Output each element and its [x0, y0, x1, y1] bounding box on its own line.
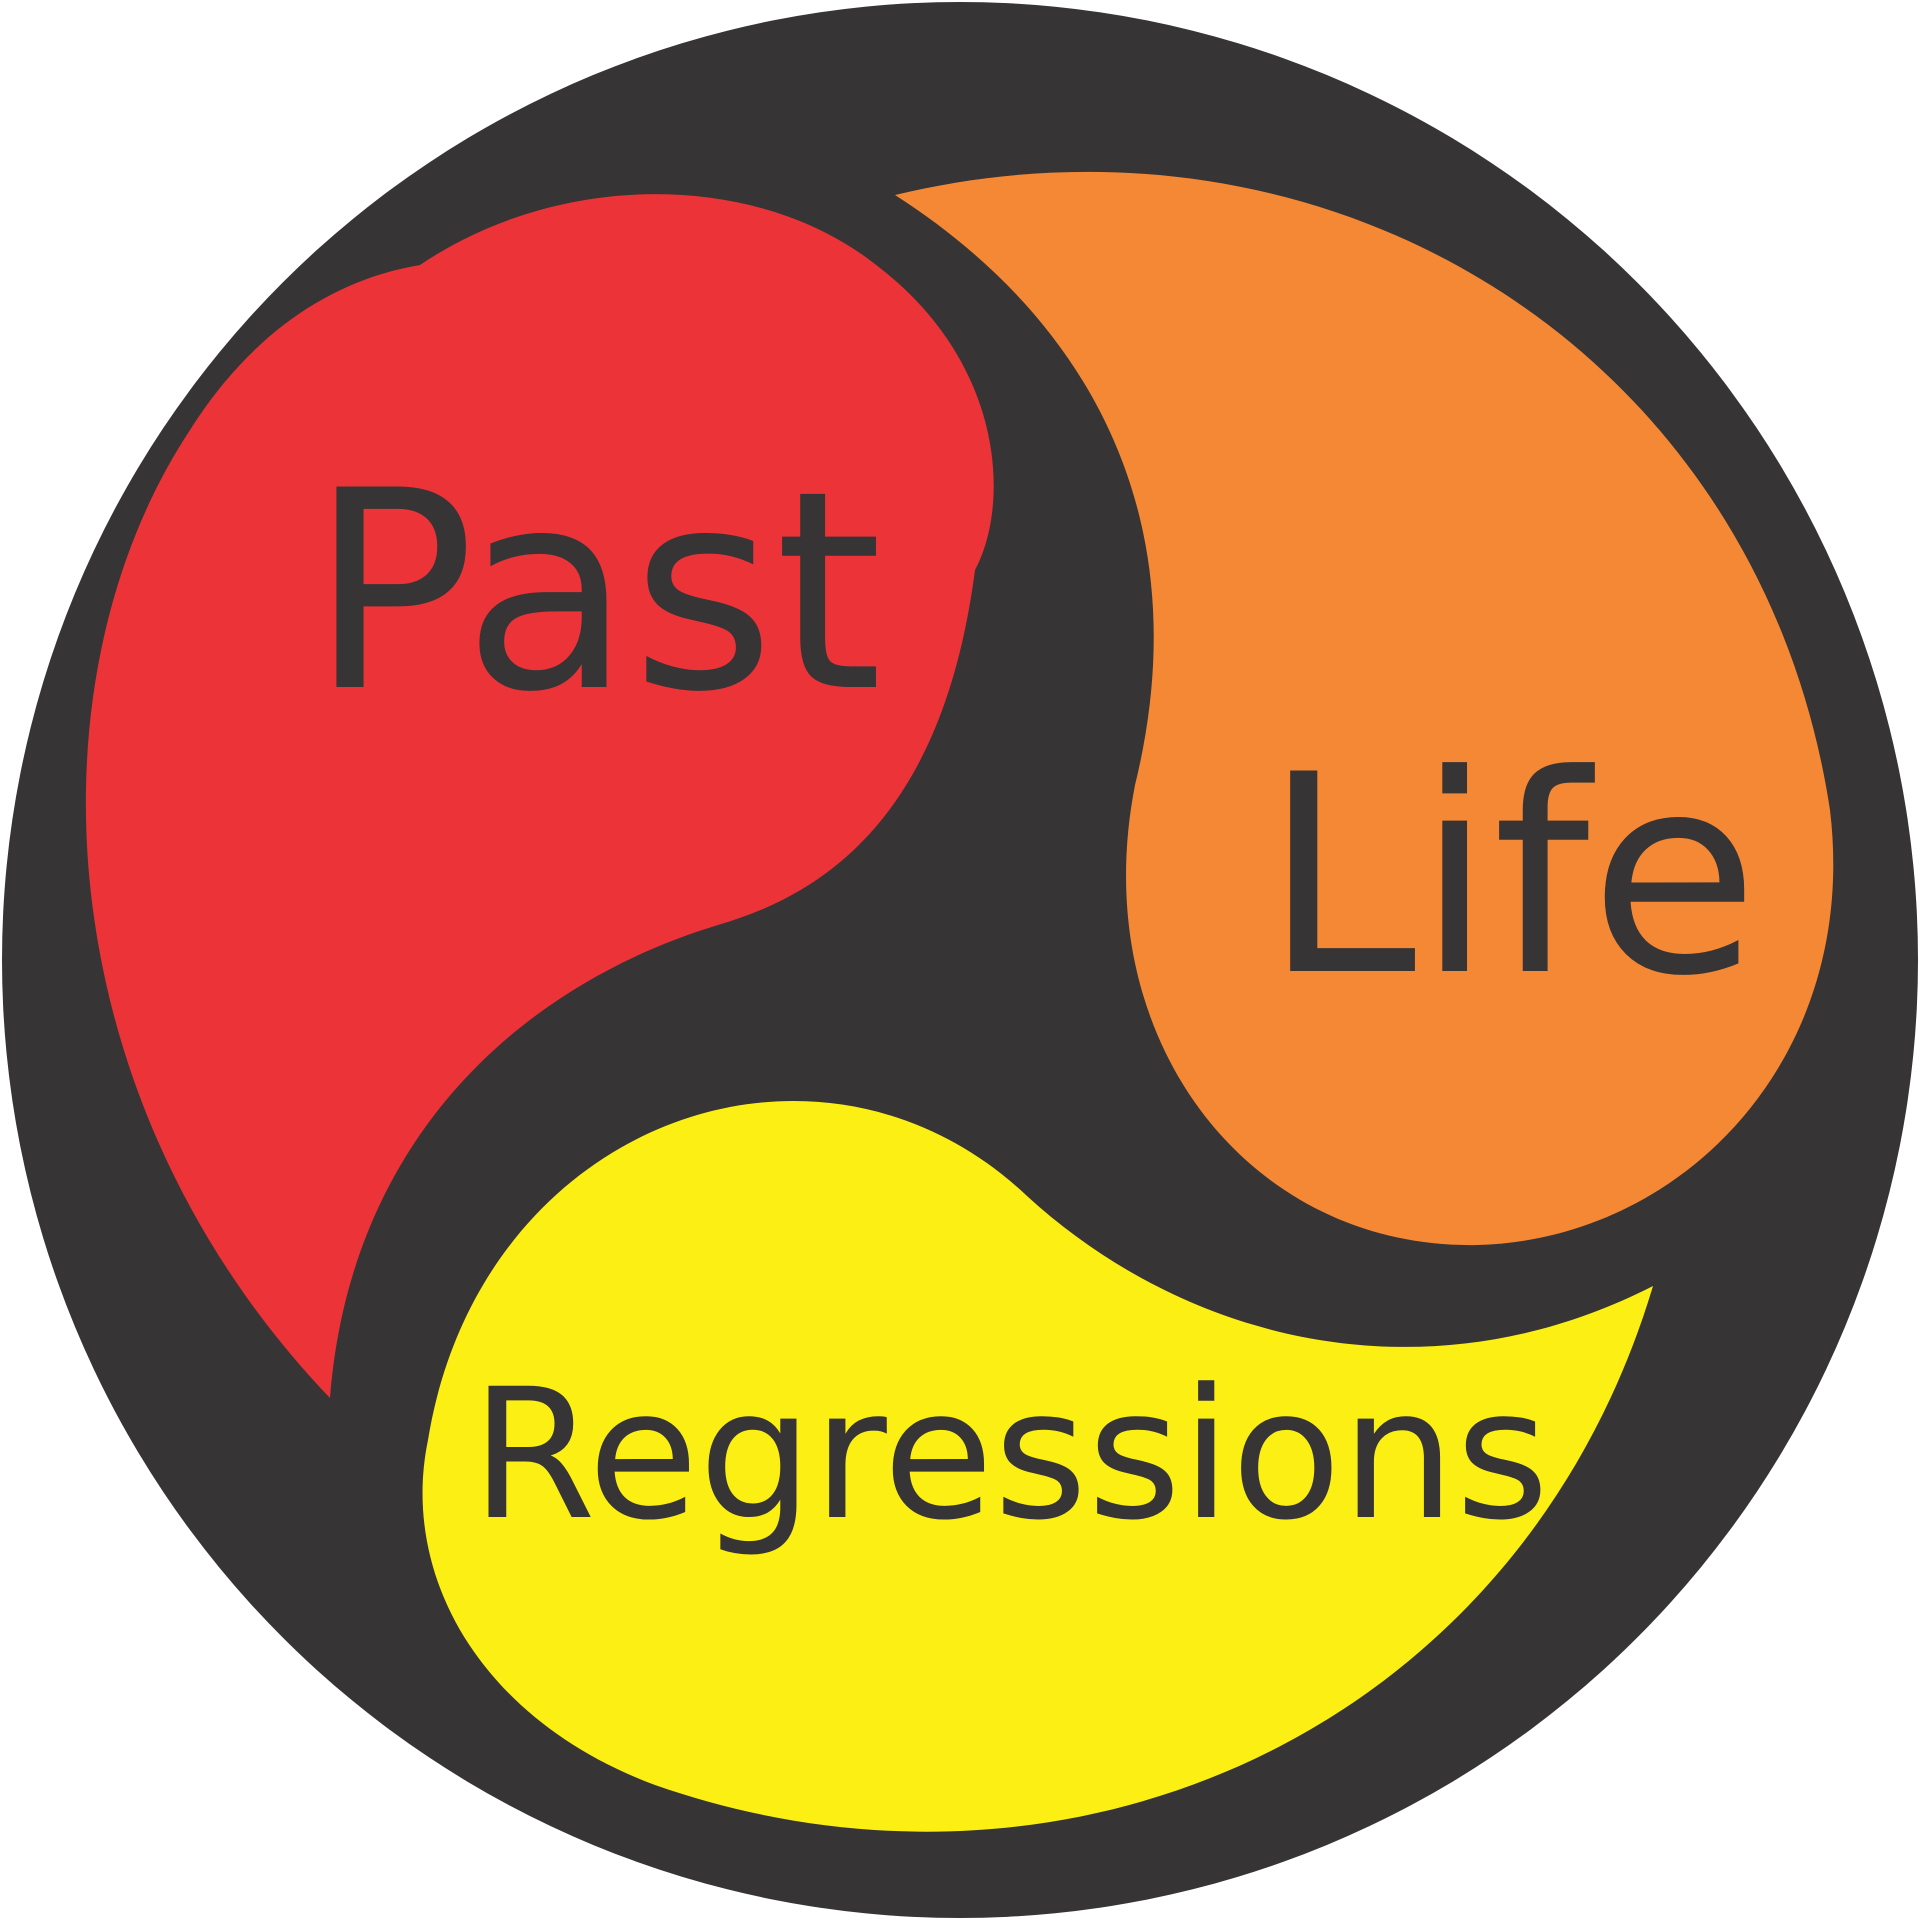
logo-red-petal	[85, 194, 994, 1399]
logo-word-third: Regressions	[471, 1351, 1549, 1560]
logo-orange-petal	[895, 171, 1834, 1246]
logo-word-second: Life	[1263, 716, 1759, 1036]
logo-word-first: Past	[309, 432, 882, 752]
logo-yellow-petal	[422, 1101, 1654, 1832]
